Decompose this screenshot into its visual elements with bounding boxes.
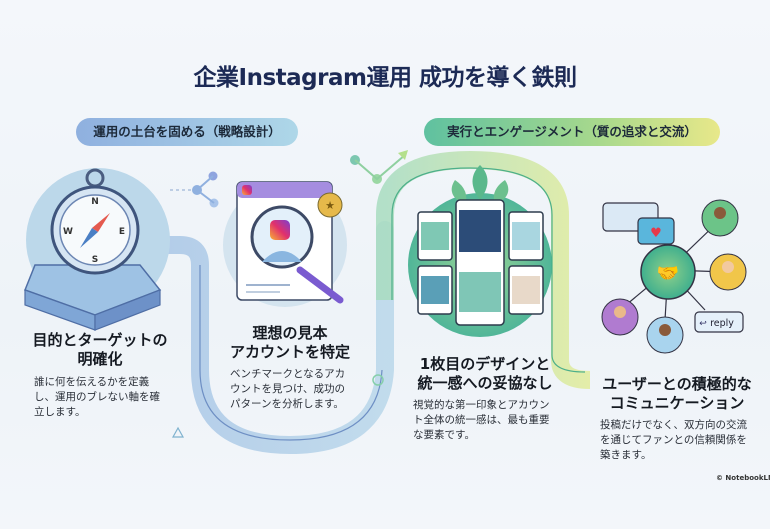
step-4: ユーザーとの積極的な コミュニケーション 投稿だけでなく、双方向の交流を通じてフ… <box>592 375 762 463</box>
page-title: 企業Instagram運用 成功を導く鉄則 <box>193 65 577 91</box>
svg-text:♥: ♥ <box>650 226 662 241</box>
step-2-heading-line2: アカウントを特定 <box>229 343 350 361</box>
compass-w-label: W <box>63 227 73 237</box>
growth-arrow-icon <box>350 150 408 184</box>
circle-decor <box>372 374 384 386</box>
phase-label-strategy: 運用の土台を固める（戦略設計） <box>76 118 298 146</box>
compass-n-label: N <box>91 197 99 207</box>
step-3-heading-line1: 1枚目のデザインと <box>419 355 551 373</box>
svg-text:🤝: 🤝 <box>657 263 679 284</box>
flow-ribbon-green <box>376 150 591 389</box>
step-1: 目的とターゲットの 明確化 誰に何を伝えるかを定義し、運用のブレない軸を確立しま… <box>20 331 180 420</box>
magnifier-instagram-icon: ★ <box>223 181 347 307</box>
step-3-description: 視覚的な第一印象とアカウント全体の統一感は、最も重要な要素です。 <box>413 399 550 441</box>
step-2: 理想の見本 アカウントを特定 ベンチマークとなるアカウントを見つけ、成功のパター… <box>222 324 358 412</box>
step-2-heading-line1: 理想の見本 <box>252 324 328 342</box>
handshake-network-icon: ♥ 🤝 reply ↩ <box>601 199 747 354</box>
footer-credit: © NotebookLM <box>716 474 770 482</box>
compass-s-label: S <box>92 255 98 265</box>
reply-arrow-icon: ↩ <box>699 319 707 329</box>
svg-text:★: ★ <box>325 199 335 212</box>
step-4-heading-line2: コミュニケーション <box>609 394 745 412</box>
compass-icon: N S E W <box>24 168 170 331</box>
flow-ribbon-blue <box>156 221 394 455</box>
reply-label: reply <box>710 318 734 329</box>
compass-e-label: E <box>119 227 125 237</box>
step-2-description: ベンチマークとなるアカウントを見つけ、成功のパターンを分析します。 <box>230 368 346 410</box>
step-1-heading-line2: 明確化 <box>77 350 123 368</box>
step-1-heading-line1: 目的とターゲットの <box>32 331 168 349</box>
step-1-description: 誰に何を伝えるかを定義し、運用のブレない軸を確立します。 <box>34 376 160 418</box>
post-grid-icon <box>408 165 552 337</box>
step-4-description: 投稿だけでなく、双方向の交流を通じてファンとの信頼関係を築きます。 <box>600 419 747 461</box>
step-3: 1枚目のデザインと 統一感への妥協なし 視覚的な第一印象とアカウント全体の統一感… <box>405 355 565 443</box>
step-3-heading-line2: 統一感への妥協なし <box>417 374 553 392</box>
step-4-heading-line1: ユーザーとの積極的な <box>602 375 752 393</box>
phase-label-execution: 実行とエンゲージメント（質の追求と交流） <box>424 118 720 146</box>
share-node-icon <box>170 171 219 208</box>
triangle-decor <box>171 426 185 438</box>
